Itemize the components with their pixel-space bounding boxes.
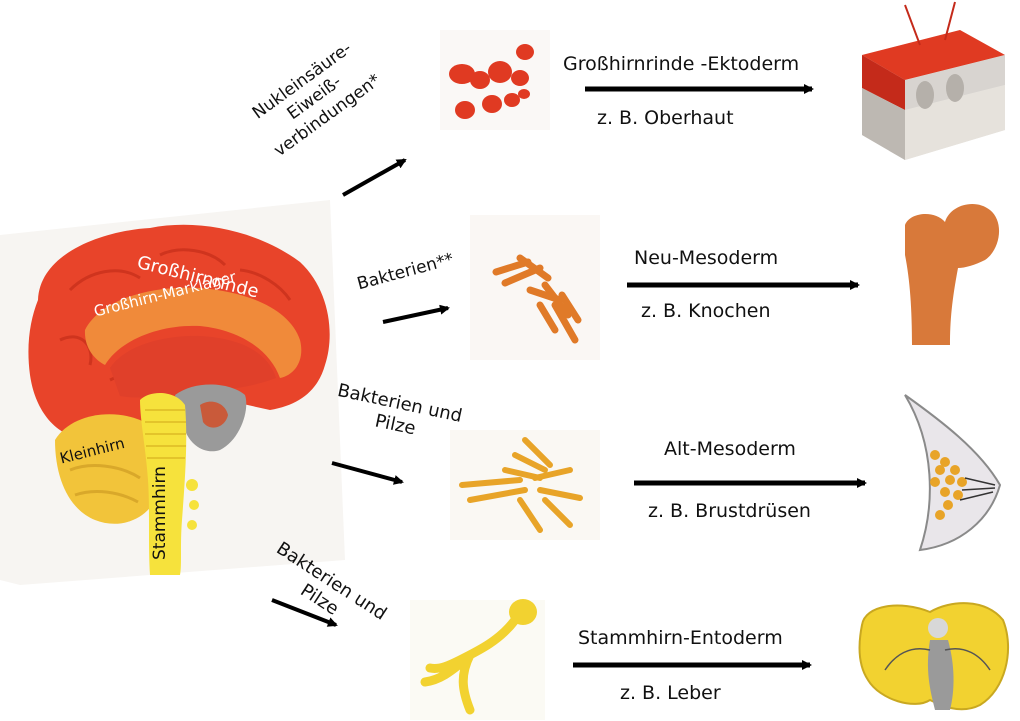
example-label-1: z. B. Oberhaut bbox=[597, 107, 734, 130]
breast-illustration bbox=[905, 395, 1000, 550]
agent-arrow-2 bbox=[383, 308, 448, 322]
nucleoprotein-blobs bbox=[440, 30, 550, 130]
example-label-2: z. B. Knochen bbox=[641, 300, 771, 323]
layer-label-4: Stammhirn-Entoderm bbox=[578, 627, 783, 650]
skin-illustration bbox=[862, 2, 1005, 160]
agent-arrow-1 bbox=[343, 160, 405, 195]
fungus-yellow bbox=[410, 599, 545, 720]
bone-illustration bbox=[905, 204, 999, 345]
example-label-4: z. B. Leber bbox=[620, 682, 721, 705]
bacteria-fungi-amber bbox=[450, 430, 600, 540]
liver-illustration bbox=[860, 603, 1009, 710]
agent-arrow-3 bbox=[332, 463, 402, 482]
layer-label-3: Alt-Mesoderm bbox=[664, 438, 796, 461]
layer-label-2: Neu-Mesoderm bbox=[634, 247, 778, 270]
label-stammhirn: Stammhirn bbox=[150, 466, 170, 560]
layer-label-1: Großhirnrinde -Ektoderm bbox=[563, 53, 799, 76]
bacteria-rods-orange bbox=[470, 215, 600, 360]
example-label-3: z. B. Brustdrüsen bbox=[648, 500, 811, 523]
